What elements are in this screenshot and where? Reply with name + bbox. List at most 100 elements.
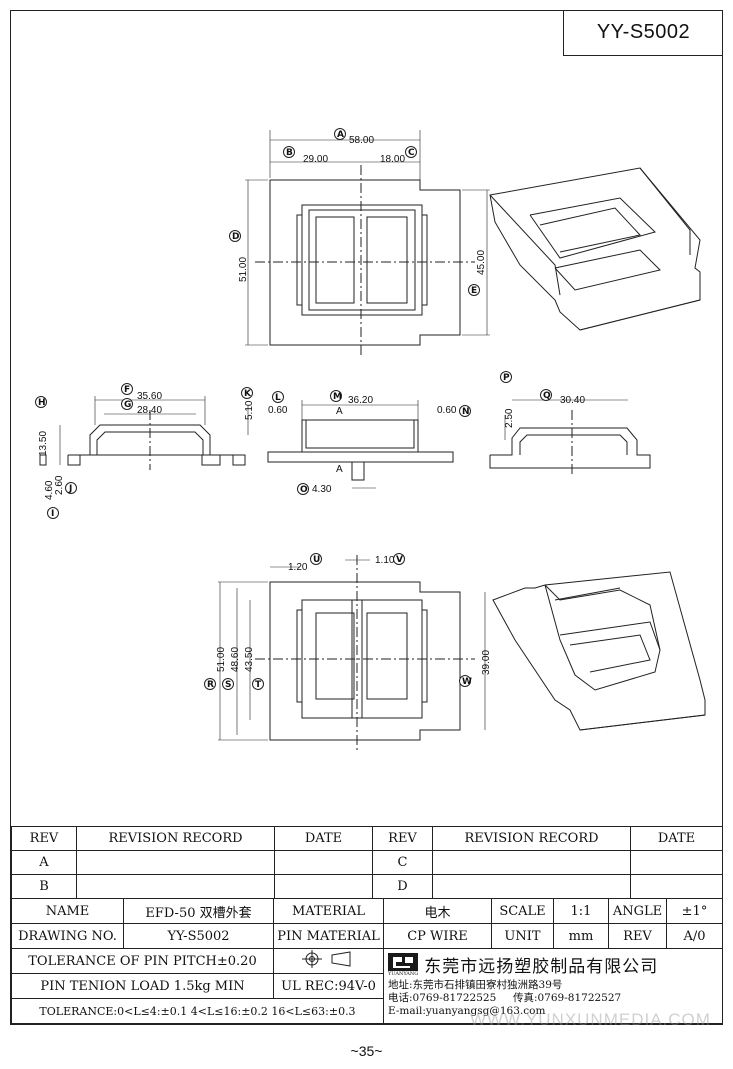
tag-p: P: [500, 371, 512, 383]
svg-text:Q: Q: [543, 391, 551, 401]
tag-w: W: [459, 675, 472, 687]
rev-value: A/0: [666, 923, 723, 949]
dim-t-value: 43.50: [244, 647, 255, 672]
name-label: NAME: [11, 898, 124, 924]
date-cell: [274, 874, 373, 899]
name-value: EFD-50 双槽外套: [123, 898, 274, 924]
tag-j: J: [65, 482, 77, 494]
dim-a-value: 58.00: [349, 135, 374, 146]
svg-text:C: C: [408, 148, 415, 158]
dim-b-value: 29.00: [303, 154, 328, 165]
dim-e-value: 45.00: [476, 250, 487, 275]
pin-material-value: CP WIRE: [383, 923, 492, 949]
front-view-left: [39, 396, 249, 470]
svg-text:S: S: [225, 680, 231, 690]
ul-rec: UL REC:94V-0: [273, 973, 384, 999]
pin-load: PIN TENION LOAD 1.5kg MIN: [11, 973, 274, 999]
svg-text:U: U: [313, 555, 320, 565]
section-view-center: [267, 400, 454, 489]
revision-record-header-right: REVISION RECORD: [432, 826, 631, 851]
tag-k: K: [241, 387, 253, 399]
drawing-no-label: DRAWING NO.: [11, 923, 124, 949]
svg-text:M: M: [333, 392, 342, 402]
tag-r: R: [204, 678, 216, 690]
angle-label: ANGLE: [608, 898, 667, 924]
dim-f-value: 35.60: [137, 391, 162, 402]
projection-symbol: [273, 948, 384, 974]
tag-i: I: [47, 507, 59, 519]
dim-c-value: 18.00: [380, 154, 405, 165]
dim-g-value: 28.40: [137, 405, 162, 416]
company-logo: YUANYANG: [388, 952, 419, 977]
dim-n-value: 0.60: [437, 405, 457, 416]
tolerance-range: TOLERANCE:0<L≤4:±0.1 4<L≤16:±0.2 16<L≤63…: [11, 998, 384, 1024]
dim-l-value: 0.60: [268, 405, 288, 416]
company-fax: 传真:0769-81722527: [512, 992, 622, 1004]
dimension-tags: A B C D E F G H K L M N O P Q R S T U V …: [35, 128, 552, 690]
title-block: REV REVISION RECORD DATE REV REVISION RE…: [11, 826, 723, 1024]
company-address: 地址:东莞市石排镇田寮村独洲路39号: [388, 979, 563, 991]
tag-q: Q: [540, 389, 552, 401]
rev-header-right: REV: [372, 826, 433, 851]
svg-text:G: G: [124, 400, 131, 410]
dim-r-value: 51.00: [216, 647, 227, 672]
tag-g: G: [121, 398, 133, 410]
isometric-view-bottom: [492, 571, 706, 731]
date-cell: [274, 850, 373, 875]
tag-o: O: [297, 483, 309, 495]
revision-record-header-left: REVISION RECORD: [76, 826, 275, 851]
dim-d-value: 51.00: [238, 257, 249, 282]
dim-w-value: 39.00: [481, 650, 492, 675]
rev-header-left: REV: [11, 826, 77, 851]
dim-s-value: 48.60: [230, 647, 241, 672]
isometric-view-top: [489, 167, 701, 331]
unit-label: UNIT: [491, 923, 554, 949]
dim-v-value: 1.10: [375, 555, 395, 566]
svg-text:V: V: [396, 555, 403, 565]
svg-text:K: K: [244, 389, 252, 399]
company-email: E-mail:yuanyangsg@163.com: [388, 1005, 546, 1017]
company-info: YUANYANG 东莞市远扬塑胶制品有限公司 地址:东莞市石排镇田寮村独洲路39…: [383, 948, 723, 1024]
svg-text:J: J: [68, 484, 72, 494]
dim-u-value: 1.20: [288, 562, 308, 573]
svg-text:I: I: [51, 509, 54, 519]
date-cell: [630, 850, 723, 875]
yuanyang-logo-icon: [388, 952, 419, 971]
svg-text:F: F: [124, 385, 130, 395]
logo-caption: YUANYANG: [388, 970, 419, 977]
page-number: ~35~: [350, 1043, 383, 1059]
dim-p-value: 2.50: [504, 408, 515, 428]
drawing-number-header: YY-S5002: [563, 10, 723, 56]
material-value: 电木: [383, 898, 492, 924]
rev-row-b: B: [11, 874, 77, 899]
svg-text:D: D: [232, 232, 239, 242]
dim-j-value: 2.60: [54, 475, 65, 495]
scale-label: SCALE: [491, 898, 554, 924]
company-name: 东莞市远扬塑胶制品有限公司: [424, 957, 659, 977]
dim-k-value: 5.10: [244, 400, 255, 420]
svg-text:E: E: [471, 286, 477, 296]
top-view: [245, 130, 490, 355]
revision-table: REV REVISION RECORD DATE REV REVISION RE…: [11, 826, 723, 899]
dim-i-value: 4.60: [44, 480, 55, 500]
dim-m-value: 36.20: [348, 395, 373, 406]
technical-drawing: 58.00 29.00 18.00 51.00 45.00 35.60 28.4…: [35, 128, 706, 750]
revision-record-cell: [432, 850, 631, 875]
dim-q-value: 30.40: [560, 395, 585, 406]
dim-h-value: 13.50: [38, 431, 49, 456]
tolerance-pitch: TOLERANCE OF PIN PITCH±0.20: [11, 948, 274, 974]
drawing-no-value: YY-S5002: [123, 923, 274, 949]
side-view-right: [489, 399, 651, 475]
svg-text:P: P: [503, 373, 510, 383]
svg-text:A: A: [337, 130, 344, 140]
svg-text:R: R: [207, 680, 214, 690]
section-mark-top: A: [336, 406, 343, 417]
tag-c: C: [405, 146, 417, 158]
rev-row-c: C: [372, 850, 433, 875]
revision-record-cell: [76, 850, 275, 875]
tag-m: M: [330, 390, 342, 402]
tag-d: D: [229, 230, 241, 242]
scale-value: 1:1: [553, 898, 609, 924]
pin-material-label: PIN MATERIAL: [273, 923, 384, 949]
tag-v: V: [393, 553, 405, 565]
